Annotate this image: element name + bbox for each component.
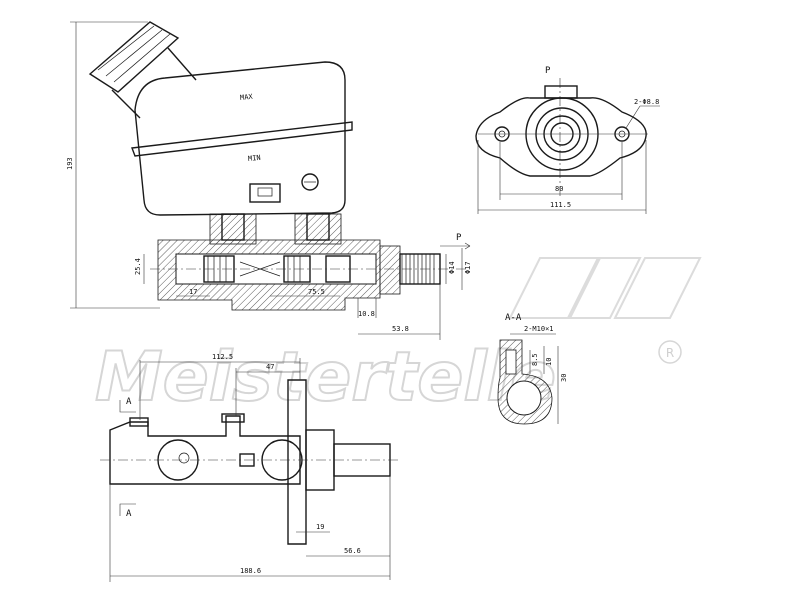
boss-top-tab <box>544 85 578 99</box>
registered-mark-letter: R <box>666 346 674 360</box>
flange <box>379 245 401 295</box>
vent-screw-icon <box>301 173 319 191</box>
section-a-a: A-A 2-M10×1 8.5 10 30 <box>497 313 568 425</box>
view-label-p: P <box>545 66 551 76</box>
dim-phi14: Φ14 <box>448 261 456 274</box>
cylinder-body-section <box>150 213 470 311</box>
view-arrow-p <box>440 242 471 250</box>
dim-188-6: 188.6 <box>240 567 261 575</box>
dim-47: 47 <box>266 363 274 371</box>
dim-56-6: 56.6 <box>344 547 361 555</box>
dim-overall-height: 193 <box>66 157 74 170</box>
dim-bore: 25.4 <box>134 258 142 275</box>
flange-outline <box>475 97 647 177</box>
watermark: Meistertelle R <box>94 257 702 418</box>
registered-mark-icon <box>658 340 682 364</box>
section-mark-top <box>119 400 136 413</box>
dim-holes: 2-Φ8.8 <box>634 98 659 106</box>
level-sensor-connector <box>249 183 281 203</box>
reservoir-cap <box>88 21 180 93</box>
port-boss-rear <box>209 213 257 245</box>
dim-8-5: 8.5 <box>531 353 539 366</box>
min-mark: MIN <box>248 154 261 163</box>
reservoir-tank <box>134 61 346 216</box>
watermark-stripes <box>508 257 702 319</box>
front-view-p: P 80 111.5 2-Φ8.8 <box>475 66 660 214</box>
dim-30: 30 <box>560 374 568 382</box>
section-letter-bottom: A <box>126 509 132 519</box>
reservoir: MAX MIN <box>88 21 353 216</box>
dim-75-5: 75.5 <box>308 288 325 296</box>
section-letter-top: A <box>126 397 132 407</box>
dim-17: 17 <box>189 288 197 296</box>
watermark-brand: Meistertelle <box>95 338 556 417</box>
dim-53-8: 53.8 <box>392 325 409 333</box>
dim-111-5: 111.5 <box>550 201 571 209</box>
cap-ribs <box>97 25 171 83</box>
dim-10: 10 <box>545 358 553 366</box>
max-mark: MAX <box>240 93 254 102</box>
side-dimensions: 193 25.4 17 75.5 10.8 53.8 Φ14 Φ17 P <box>66 21 472 340</box>
dim-thread: 2-M10×1 <box>524 325 554 333</box>
view-label-p-arrow: P <box>456 233 462 243</box>
dim-phi17: Φ17 <box>464 261 472 274</box>
reservoir-seam <box>131 121 353 157</box>
dim-112-5: 112.5 <box>212 353 233 361</box>
reservoir-neck <box>111 47 197 119</box>
top-body <box>109 415 301 485</box>
section-title: A-A <box>505 313 522 323</box>
section-port <box>505 349 517 375</box>
dim-10-8: 10.8 <box>358 310 375 318</box>
top-view: A A 112.5 47 19 56.6 188.6 <box>100 353 398 582</box>
dim-19: 19 <box>316 523 324 531</box>
section-mark-bottom <box>119 503 136 516</box>
section-bore <box>506 380 542 416</box>
dim-80: 80 <box>555 185 563 193</box>
